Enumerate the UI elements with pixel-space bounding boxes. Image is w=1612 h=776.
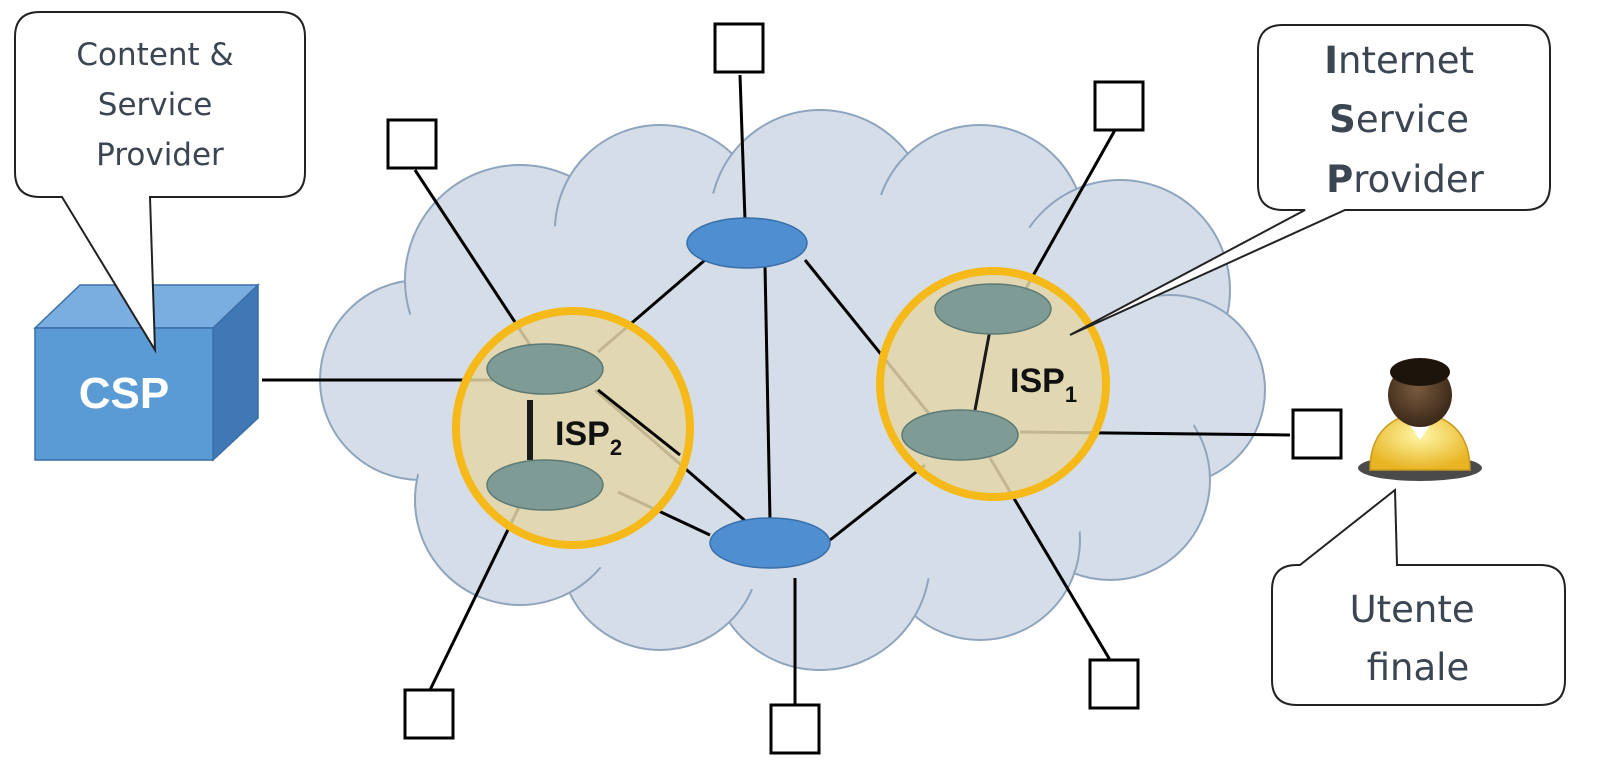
core-router-top — [686, 217, 808, 269]
host-lower-right — [1088, 658, 1140, 710]
host-top — [713, 22, 765, 74]
isp-callout-text: Internet Service Provider — [1324, 39, 1486, 201]
isp1-router-top — [934, 283, 1052, 335]
isp1-router-bottom — [901, 409, 1019, 461]
host-lower-left — [403, 688, 455, 740]
csp-callout: Content & Service Provider — [14, 11, 306, 354]
isp1-label: ISP1 — [1010, 362, 1077, 407]
isp2-group: ISP2 — [452, 307, 694, 549]
core-router-bottom — [709, 517, 831, 569]
isp1-group: ISP1 — [876, 267, 1110, 501]
user-callout: Utente finale — [1271, 487, 1566, 706]
isp2-router-top — [486, 343, 604, 395]
csp-label: CSP — [79, 369, 169, 418]
isp2-label: ISP2 — [555, 415, 622, 460]
host-upper-left — [386, 118, 438, 170]
end-hosts — [386, 22, 1343, 755]
user-icon — [1358, 358, 1482, 481]
isp2-router-bottom — [486, 459, 604, 511]
user-callout-text: Utente finale — [1350, 588, 1487, 689]
csp-callout-text: Content & Service Provider — [76, 37, 243, 173]
host-upper-right — [1093, 80, 1145, 132]
host-bottom — [769, 703, 821, 755]
isp-callout: Internet Service Provider — [1069, 24, 1551, 336]
csp-box: CSP — [33, 283, 260, 462]
host-user — [1291, 408, 1343, 460]
